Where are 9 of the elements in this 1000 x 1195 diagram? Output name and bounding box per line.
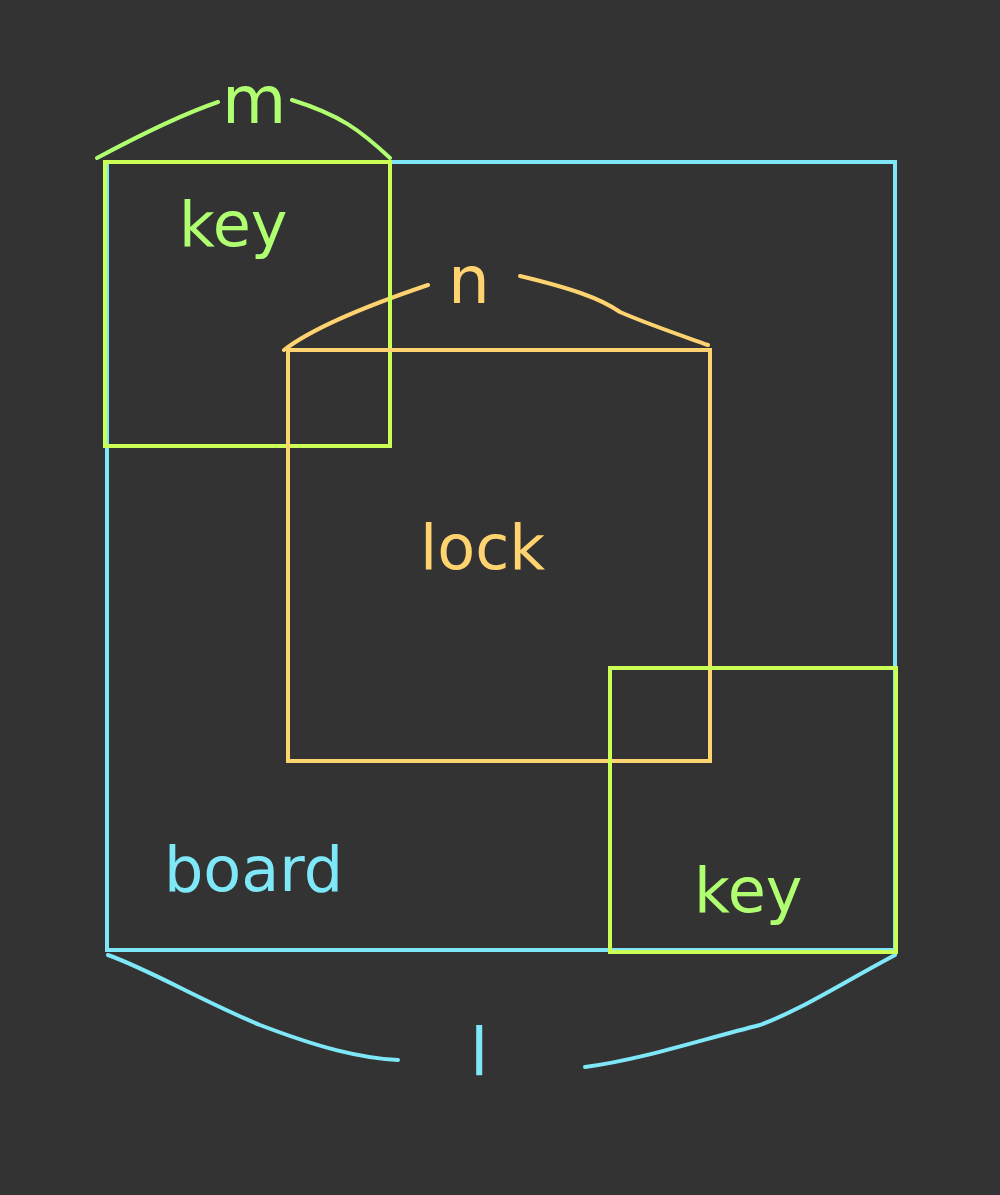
box-label: board	[164, 839, 344, 901]
dimension-label: n	[448, 248, 490, 314]
dimension-label: m	[222, 68, 287, 134]
key-square	[608, 666, 898, 954]
dimension-label: l	[470, 1020, 489, 1086]
lock-square	[286, 348, 712, 763]
box-label: lock	[420, 517, 546, 579]
board-square	[105, 160, 897, 952]
key-square	[103, 160, 392, 448]
